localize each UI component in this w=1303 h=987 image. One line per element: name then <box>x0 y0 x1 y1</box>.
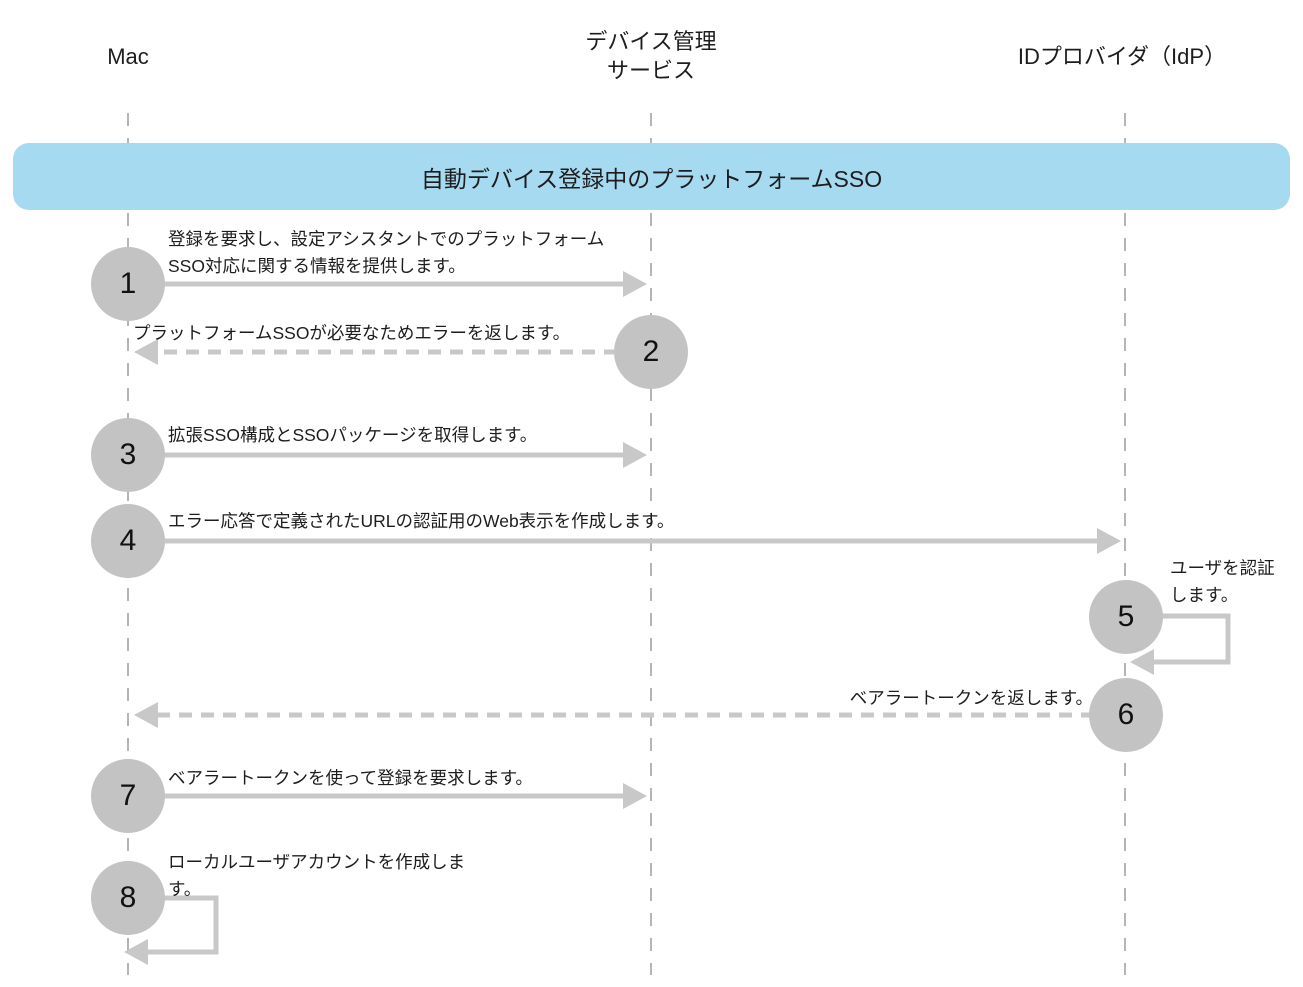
actor-label-device-management-service: デバイス管理 サービス <box>585 29 717 83</box>
arrow-step-6-head <box>134 702 158 728</box>
message-step-8: ローカルユーザアカウントを作成しま す。 <box>168 852 466 899</box>
arrow-step-8-head <box>124 939 148 965</box>
arrow-step-1-head <box>623 271 647 297</box>
step-circle-4: 4 <box>91 504 165 578</box>
message-step-1: 登録を要求し、設定アシスタントでのプラットフォーム SSO対応に関する情報を提供… <box>168 229 605 276</box>
step-circle-1: 1 <box>91 247 165 321</box>
message-step-3: 拡張SSO構成とSSOパッケージを取得します。 <box>168 425 538 445</box>
step-circle-2: 2 <box>614 315 688 389</box>
actor-label-idp: IDプロバイダ（IdP） <box>1017 44 1227 69</box>
step-circle-8: 8 <box>91 861 165 935</box>
message-step-6: ベアラートークンを返します。 <box>849 688 1093 708</box>
diagram-title-banner: 自動デバイス登録中のプラットフォームSSO <box>13 143 1290 210</box>
message-step-2: プラットフォームSSOが必要なためエラーを返します。 <box>133 323 571 343</box>
step-number-7: 7 <box>119 779 137 812</box>
diagram-title: 自動デバイス登録中のプラットフォームSSO <box>420 165 883 192</box>
arrow-step-5-head <box>1130 649 1154 675</box>
step-number-8: 8 <box>119 881 137 914</box>
step-number-5: 5 <box>1117 600 1135 633</box>
message-step-5: ユーザを認証 します。 <box>1170 558 1275 605</box>
step-circle-7: 7 <box>91 759 165 833</box>
lifeline-idp <box>1124 113 1126 975</box>
step-circle-3: 3 <box>91 418 165 492</box>
message-step-4: エラー応答で定義されたURLの認証用のWeb表示を作成します。 <box>168 511 675 531</box>
step-number-4: 4 <box>119 524 137 557</box>
step-number-1: 1 <box>119 267 137 300</box>
step-number-2: 2 <box>642 335 660 368</box>
step-circle-6: 6 <box>1089 678 1163 752</box>
arrow-step-7-head <box>623 783 647 809</box>
step-circle-5: 5 <box>1089 580 1163 654</box>
arrow-step-2-head <box>134 339 158 365</box>
message-step-7: ベアラートークンを使って登録を要求します。 <box>168 768 533 788</box>
arrow-step-8-loop <box>148 895 219 955</box>
arrow-step-3-head <box>623 442 647 468</box>
step-number-3: 3 <box>119 438 137 471</box>
arrow-step-4-head <box>1097 528 1121 554</box>
arrow-step-5-loop <box>1146 613 1231 665</box>
lifeline-device-management-service <box>650 113 652 975</box>
step-number-6: 6 <box>1117 698 1135 731</box>
actor-label-mac: Mac <box>107 44 149 69</box>
